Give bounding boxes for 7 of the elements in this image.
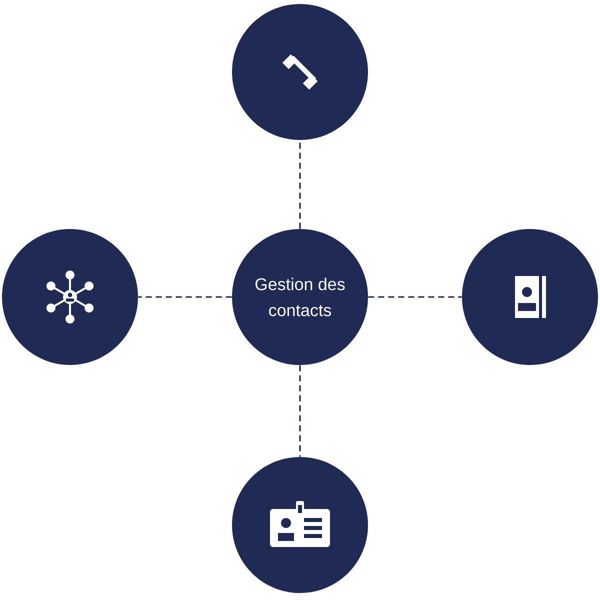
icon-circle [462, 229, 598, 365]
connector-line [299, 140, 301, 229]
connector-line [138, 296, 232, 298]
connector-line [299, 365, 301, 457]
icon-circle [2, 229, 138, 365]
connector-line [368, 296, 462, 298]
icon-circle [232, 4, 368, 140]
